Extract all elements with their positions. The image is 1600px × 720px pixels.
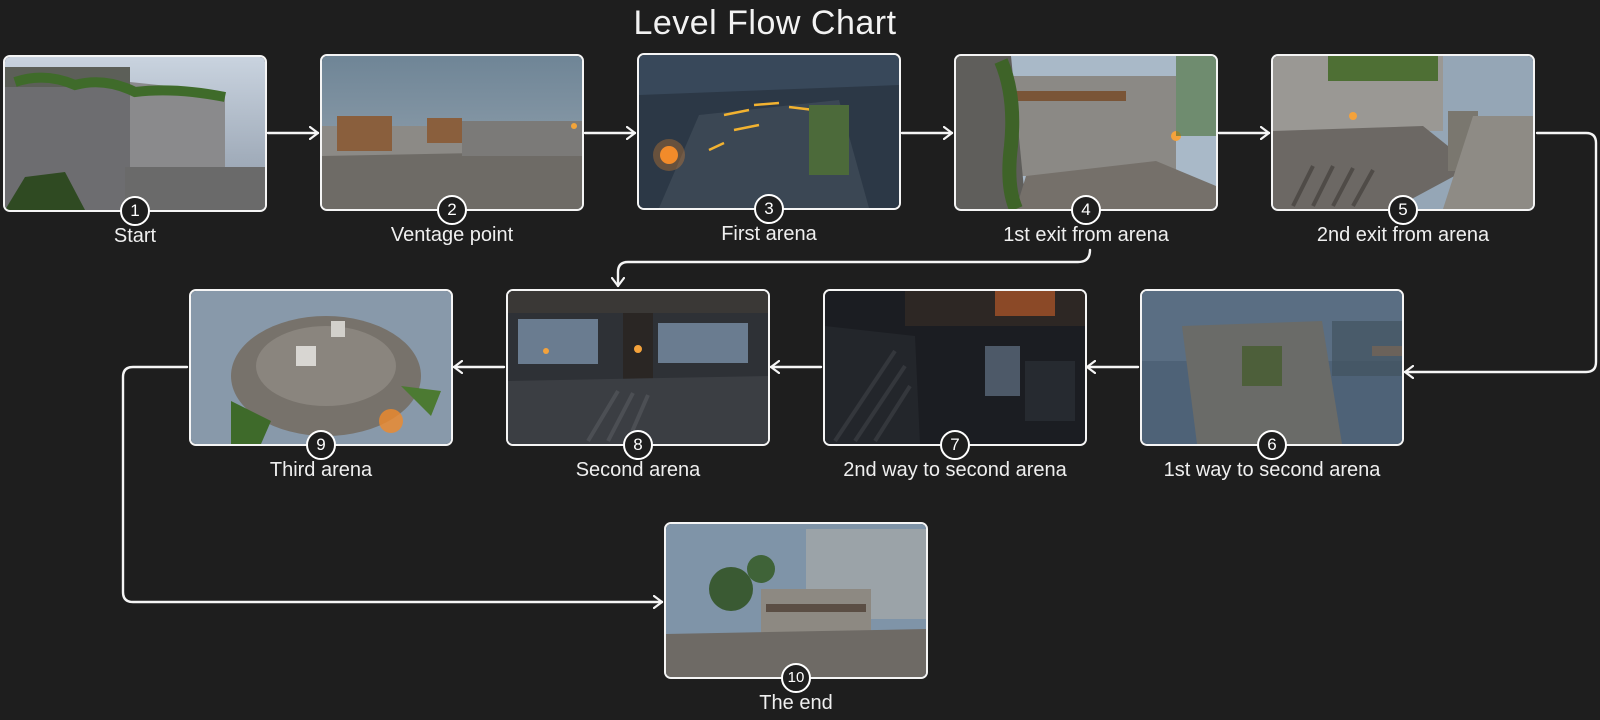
step-label: 2nd exit from arena (1316, 224, 1490, 246)
thumbnail (506, 289, 770, 446)
thumbnail (320, 54, 584, 211)
step-number-badge: 6 (1257, 430, 1287, 460)
step-number-badge: 1 (120, 196, 150, 226)
step-label: Third arena (269, 459, 373, 481)
step-label: 1st way to second arena (1163, 459, 1381, 481)
thumbnail (823, 289, 1087, 446)
flow-node-2[interactable]: 2 Ventage point (320, 54, 584, 246)
flow-node-9[interactable]: 9 Third arena (189, 289, 453, 481)
step-number-badge: 5 (1388, 195, 1418, 225)
step-number-badge: 3 (754, 194, 784, 224)
step-number-badge: 7 (940, 430, 970, 460)
flow-node-4[interactable]: 4 1st exit from arena (954, 54, 1218, 246)
step-number-badge: 9 (306, 430, 336, 460)
thumbnail (1140, 289, 1404, 446)
flow-node-6[interactable]: 6 1st way to second arena (1140, 289, 1404, 481)
thumbnail (637, 53, 901, 210)
step-number-badge: 10 (781, 663, 811, 693)
step-number-badge: 8 (623, 430, 653, 460)
step-label: 2nd way to second arena (843, 459, 1067, 481)
step-label: First arena (721, 223, 817, 245)
step-label: Ventage point (390, 224, 514, 246)
flow-node-3[interactable]: 3 First arena (637, 53, 901, 245)
step-label: Second arena (575, 459, 701, 481)
step-label: 1st exit from arena (1003, 224, 1169, 246)
step-label: Start (113, 225, 157, 247)
step-number-badge: 4 (1071, 195, 1101, 225)
thumbnail (189, 289, 453, 446)
flow-node-10[interactable]: 10 The end (664, 522, 928, 714)
thumbnail (664, 522, 928, 679)
connector-5-6 (1403, 131, 1598, 372)
thumbnail (3, 55, 267, 212)
flow-node-7[interactable]: 7 2nd way to second arena (823, 289, 1087, 481)
thumbnail (954, 54, 1218, 211)
step-number-badge: 2 (437, 195, 467, 225)
connector-9-10 (121, 365, 664, 602)
connector-4-8 (618, 248, 1092, 288)
page-title: Level Flow Chart (633, 4, 897, 42)
flow-node-8[interactable]: 8 Second arena (506, 289, 770, 481)
flow-node-5[interactable]: 5 2nd exit from arena (1271, 54, 1535, 246)
step-label: The end (759, 692, 833, 714)
thumbnail (1271, 54, 1535, 211)
flow-node-1[interactable]: 1 Start (3, 55, 267, 247)
